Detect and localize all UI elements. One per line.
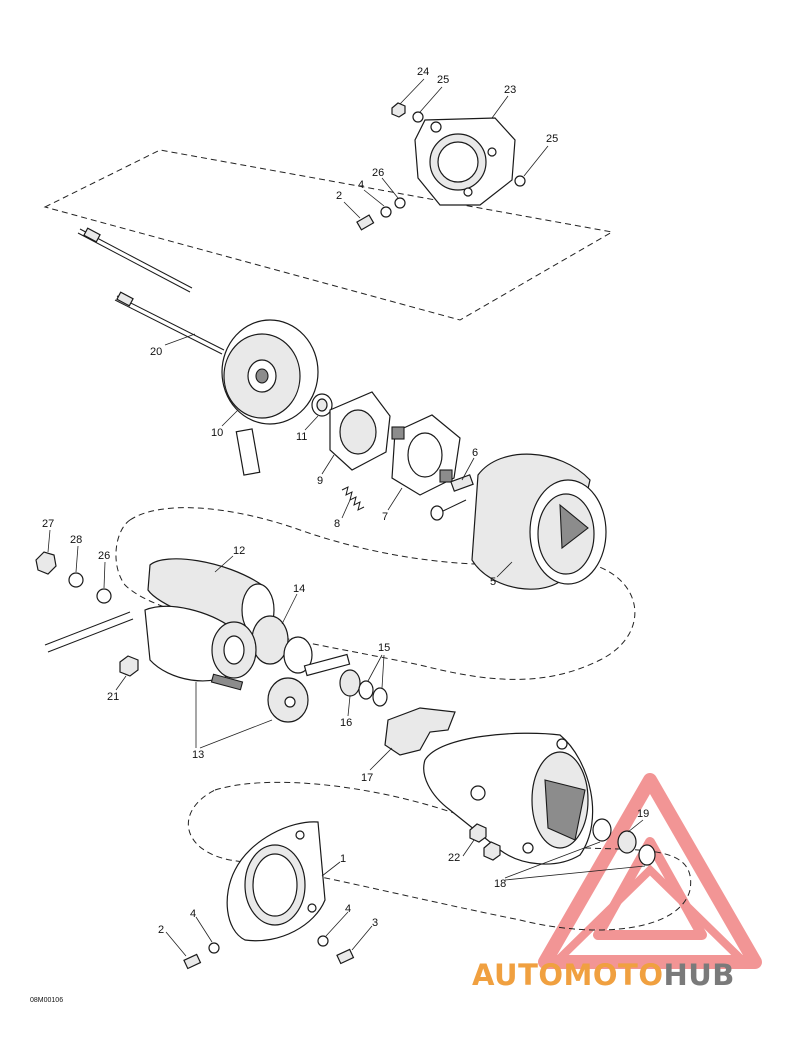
callout-25: 25 <box>437 74 449 86</box>
callout-2: 2 <box>336 190 342 202</box>
callout-6: 6 <box>472 447 478 459</box>
washer-25-right <box>514 175 526 187</box>
callout-4: 4 <box>358 179 364 191</box>
watermark-text-part2: HUB <box>663 958 734 992</box>
callout-26: 26 <box>98 550 110 562</box>
callout-10: 10 <box>211 427 223 439</box>
bushing-19a <box>592 818 612 842</box>
nut-22 <box>469 823 501 861</box>
brush-plate-9 <box>329 391 391 471</box>
callout-22: 22 <box>448 852 460 864</box>
cover-plate-23 <box>414 117 516 206</box>
callout-4: 4 <box>345 903 351 915</box>
callout-9: 9 <box>317 475 323 487</box>
nut-24 <box>391 102 406 118</box>
callout-3: 3 <box>372 917 378 929</box>
callout-2: 2 <box>158 924 164 936</box>
callout-28: 28 <box>70 534 82 546</box>
callout-27: 27 <box>42 518 54 530</box>
washer-26-left <box>96 588 112 604</box>
watermark-text: AUTOMOTOHUB <box>472 958 735 992</box>
washer-4-bottom-right <box>317 935 329 947</box>
washer-26-top <box>394 197 406 209</box>
callout-20: 20 <box>150 346 162 358</box>
washer-19c <box>638 844 656 866</box>
drawing-code: 08M00106 <box>30 997 63 1004</box>
gear-16 <box>339 669 361 697</box>
screw-3 <box>336 948 355 965</box>
callout-17: 17 <box>361 772 373 784</box>
assembly-outline-top <box>43 149 614 321</box>
callout-25: 25 <box>546 133 558 145</box>
washer-28 <box>68 572 84 588</box>
washer-15b <box>372 687 388 707</box>
washer-4-bottom-left <box>208 942 220 954</box>
terminal-6 <box>430 474 474 521</box>
leader-lines <box>47 78 646 957</box>
stud <box>44 611 134 653</box>
callout-13: 13 <box>192 749 204 761</box>
callout-16: 16 <box>340 717 352 729</box>
callout-7: 7 <box>382 511 388 523</box>
callout-8: 8 <box>334 518 340 530</box>
washer-4-top <box>380 206 392 218</box>
screw-2-bottom <box>183 953 202 970</box>
motor-housing-5 <box>471 453 607 590</box>
watermark-text-part1: AUTOMOTO <box>472 958 663 992</box>
fork-17 <box>384 707 456 756</box>
spring-8 <box>341 486 365 511</box>
through-bolt-20 <box>114 291 225 355</box>
callout-23: 23 <box>504 84 516 96</box>
washer-15a <box>358 680 374 700</box>
nut-21 <box>119 655 139 677</box>
callout-4: 4 <box>190 908 196 920</box>
assembly-outline-bottom <box>187 781 692 931</box>
callout-26: 26 <box>372 167 384 179</box>
callout-24: 24 <box>417 66 429 78</box>
callout-19: 19 <box>637 808 649 820</box>
brush-holder-7 <box>391 414 461 496</box>
bushing-11 <box>311 393 333 417</box>
cap-13 <box>267 677 309 723</box>
nut-27 <box>35 551 57 575</box>
callout-11: 11 <box>296 431 307 443</box>
callout-5: 5 <box>490 576 496 588</box>
starter-body-13 <box>144 605 257 691</box>
callout-15: 15 <box>378 642 390 654</box>
washer-25-top <box>412 111 424 123</box>
callout-labels: 24 25 23 25 26 4 2 20 10 11 9 6 7 8 5 27… <box>42 66 649 936</box>
callout-18: 18 <box>494 878 506 890</box>
through-bolt-upper <box>77 227 193 293</box>
drive-housing-18 <box>423 732 594 865</box>
callout-1: 1 <box>340 853 346 865</box>
callout-21: 21 <box>107 691 119 703</box>
callout-14: 14 <box>293 583 305 595</box>
callout-12: 12 <box>233 545 245 557</box>
end-cap-10 <box>221 319 319 476</box>
bushing-19b <box>617 830 637 854</box>
armature-14 <box>251 615 351 677</box>
screw-2-top <box>356 214 375 231</box>
mounting-plate-1 <box>226 821 326 942</box>
